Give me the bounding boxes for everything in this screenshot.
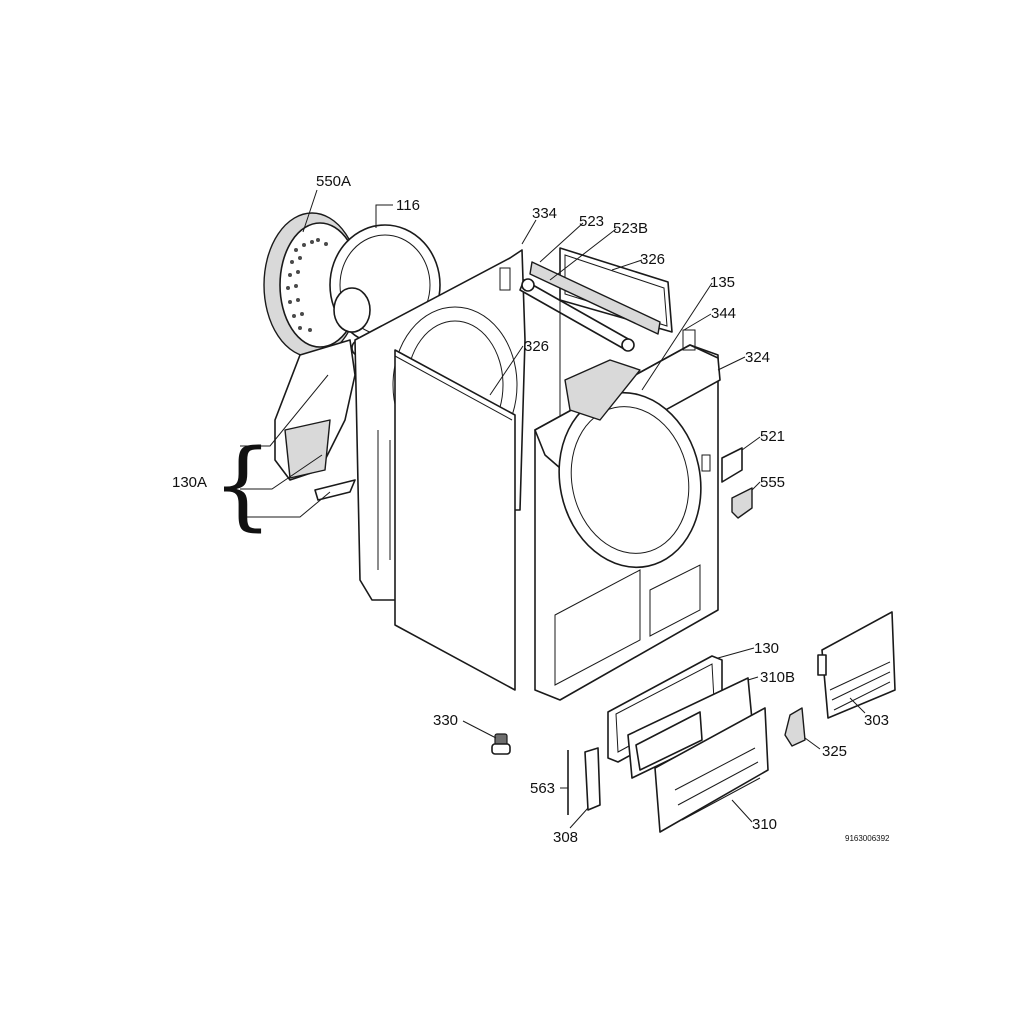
callout-310B: 310B bbox=[760, 669, 795, 686]
callout-324: 324 bbox=[745, 349, 770, 366]
callout-334: 334 bbox=[532, 205, 557, 222]
callout-521: 521 bbox=[760, 428, 785, 445]
part-303-group bbox=[817, 611, 896, 719]
side-panel-326 bbox=[394, 349, 516, 691]
callout-135: 135 bbox=[710, 274, 735, 291]
callout-326-mid: 326 bbox=[524, 338, 549, 355]
callout-308: 308 bbox=[553, 829, 578, 846]
callout-116: 116 bbox=[396, 197, 420, 214]
rail-523B bbox=[529, 261, 661, 335]
top-frame bbox=[519, 247, 673, 425]
side-panel bbox=[394, 349, 516, 691]
callout-303: 303 bbox=[864, 712, 889, 729]
part-325 bbox=[784, 707, 806, 747]
callout-310: 310 bbox=[752, 816, 777, 833]
part-521 bbox=[721, 447, 743, 483]
callout-330: 330 bbox=[433, 712, 458, 729]
callout-523: 523 bbox=[579, 213, 604, 230]
part-308 bbox=[584, 747, 601, 811]
callout-130: 130 bbox=[754, 640, 779, 657]
document-reference: 9163006392 bbox=[845, 834, 890, 843]
callout-550A: 550A bbox=[316, 173, 351, 190]
callout-130A: 130A bbox=[172, 474, 207, 491]
callout-523B: 523B bbox=[613, 220, 648, 237]
callout-344: 344 bbox=[711, 305, 736, 322]
callout-555: 555 bbox=[760, 474, 785, 491]
container-front-310 bbox=[654, 707, 769, 833]
front-frame bbox=[534, 329, 721, 701]
callout-326-top: 326 bbox=[640, 251, 665, 268]
callout-labels: 550A 116 334 523 523B 326 135 344 326 32… bbox=[172, 173, 889, 846]
part-330 bbox=[491, 733, 511, 755]
callout-563: 563 bbox=[530, 780, 555, 797]
leader-lines bbox=[240, 189, 866, 829]
door-seal-135 bbox=[564, 359, 641, 421]
part-555 bbox=[731, 487, 753, 519]
rear-fan-assembly bbox=[263, 212, 441, 501]
water-container-assembly bbox=[607, 655, 769, 833]
callout-325: 325 bbox=[822, 743, 847, 760]
part-303 bbox=[821, 611, 896, 719]
brace-130A: { bbox=[212, 429, 273, 541]
